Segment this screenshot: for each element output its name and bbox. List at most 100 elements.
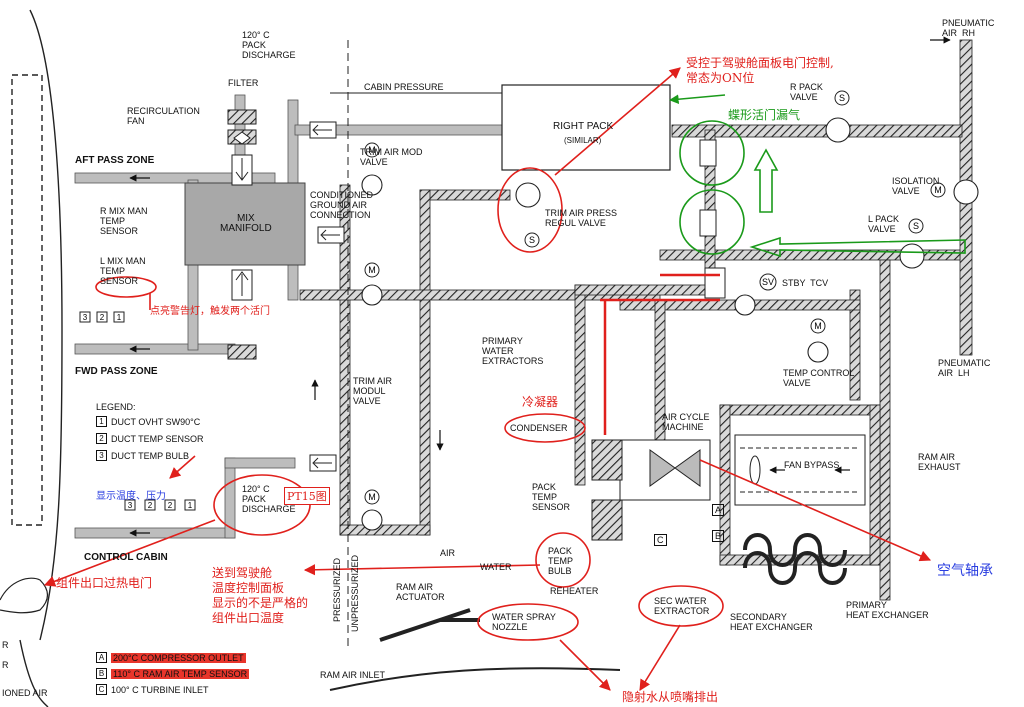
cabin-pressure-label: CABIN PRESSURE: [364, 82, 444, 92]
isolation-valve-icon: [953, 179, 979, 205]
r-pack-valve-icon: [825, 117, 851, 143]
legend-text: DUCT TEMP SENSOR: [111, 433, 204, 444]
legend-letter: C: [96, 684, 107, 695]
red-ellipses: [95, 167, 724, 641]
annotation-show-temp: 显示温度、压力: [96, 491, 166, 502]
trim-air-mod-valve-label: TRIM AIR MOD VALVE: [360, 147, 423, 167]
unpressurized-label: UNPRESSURIZED: [350, 554, 360, 632]
recirculation-fan-label: RECIRCULATION FAN: [127, 106, 200, 126]
annotation-air-bearing: 空气轴承: [937, 563, 993, 579]
air-cycle-machine-label: AIR CYCLE MACHINE: [662, 412, 710, 432]
trim-air-mod-valve-icon: [361, 174, 383, 196]
sensor-boxes-lower: 3 2 2 1: [124, 499, 196, 511]
temp-control-valve-icon: [807, 341, 829, 363]
svg-text:3: 3: [83, 313, 88, 322]
fan-bypass-label: FAN BYPASS: [784, 460, 840, 470]
air-cycle-machine: [619, 439, 711, 501]
legend-num: 1: [96, 416, 107, 427]
mix-manifold: [184, 182, 306, 266]
legend-abc-b: B 110° C RAM AIR TEMP SENSOR: [96, 668, 250, 679]
trim-air-press-regul-label: TRIM AIR PRESS REGUL VALVE: [545, 208, 618, 228]
motor-labels: S M S M M M S SV M: [364, 90, 946, 505]
ram-air-actuator-arm: [379, 608, 480, 642]
fuselage-outline: [0, 9, 63, 707]
annotation-warning-light: 点亮警告灯，触发两个活门: [150, 306, 270, 317]
l-mix-man-label: L MIX MAN TEMP SENSOR: [100, 256, 146, 286]
pneumatic-rh-label: PNEUMATIC AIR RH: [942, 18, 995, 38]
legend-abc-c: C 100° C TURBINE INLET: [96, 684, 208, 695]
r-label-1: R: [2, 640, 9, 650]
right-pack-similar-label: (SIMILAR): [564, 136, 602, 145]
pack-temp-bulb-label: PACK TEMP BULB: [548, 546, 574, 576]
annotation-cockpit-control: 受控于驾驶舱面板电门控制, 常态为ON位: [686, 56, 834, 85]
aft-pass-zone-title: AFT PASS ZONE: [75, 155, 155, 166]
pack-discharge-bottom-label: 120° C PACK DISCHARGE: [242, 484, 296, 514]
svg-text:SV: SV: [762, 277, 774, 287]
legend-abc-text: 200°C COMPRESSOR OUTLET: [111, 652, 246, 663]
legend-num: 2: [96, 433, 107, 444]
l-pack-valve-label: L PACK VALVE: [868, 214, 900, 234]
pack-temp-sensor-label: PACK TEMP SENSOR: [532, 482, 571, 512]
svg-text:M: M: [814, 321, 822, 331]
annotation-pt15: PT15图: [284, 487, 330, 505]
fwd-pass-zone-title: FWD PASS ZONE: [75, 366, 158, 377]
svg-text:2: 2: [148, 501, 153, 510]
filter-label: FILTER: [228, 78, 259, 88]
ioned-air-label: IONED AIR: [2, 688, 48, 698]
trim-air-modul-lower-icon: [361, 509, 383, 531]
svg-text:2: 2: [100, 313, 105, 322]
conditioned-ground-air-label: CONDITIONED GROUND AIR CONNECTION: [310, 190, 373, 220]
annotation-condenser-cn: 冷凝器: [522, 395, 559, 409]
legend-title: LEGEND:: [96, 402, 136, 412]
svg-text:S: S: [913, 221, 919, 231]
annotation-butterfly-leak: 蝶形活门漏气: [728, 108, 801, 122]
r-mix-man-label: R MIX MAN TEMP SENSOR: [100, 206, 148, 236]
water-label: WATER: [480, 562, 512, 572]
legend-abc-text: 110° C RAM AIR TEMP SENSOR: [111, 668, 250, 679]
mix-manifold-label: MIX MANIFOLD: [220, 213, 272, 234]
svg-text:M: M: [368, 492, 376, 502]
right-pack-label: RIGHT PACK: [553, 121, 614, 132]
trim-air-modul-valve-icon: [361, 284, 383, 306]
condenser-label: CONDENSER: [510, 423, 568, 433]
legend-item-3: 3 DUCT TEMP BULB: [96, 450, 189, 461]
ram-air-inlet: [329, 667, 621, 691]
pneumatic-ducts: [299, 39, 973, 601]
primary-heat-exchanger-label: PRIMARY HEAT EXCHANGER: [846, 600, 929, 620]
heat-blocks: [591, 439, 623, 541]
right-pack-box: [501, 84, 671, 171]
water-spray-nozzle-label: WATER SPRAY NOZZLE: [492, 612, 556, 632]
svg-text:1: 1: [188, 501, 193, 510]
svg-text:S: S: [839, 93, 845, 103]
svg-text:M: M: [368, 265, 376, 275]
secondary-heat-exchanger-label: SECONDARY HEAT EXCHANGER: [730, 612, 813, 632]
marker-c: C: [654, 534, 667, 546]
red-lines: [600, 273, 720, 435]
green-marks: [669, 94, 966, 258]
flow-arrows: [129, 36, 951, 537]
ram-air-actuator-label: RAM AIR ACTUATOR: [396, 582, 445, 602]
marker-a: A: [712, 504, 725, 516]
legend-item-1: 1 DUCT OVHT SW90°C: [96, 416, 200, 427]
lower-fan-group: [227, 269, 257, 360]
svg-text:2: 2: [168, 501, 173, 510]
svg-text:3: 3: [128, 501, 133, 510]
legend-abc-text: 100° C TURBINE INLET: [111, 684, 209, 695]
reheater-label: REHEATER: [550, 586, 599, 596]
ram-air-exhaust-label: RAM AIR EXHAUST: [918, 452, 961, 472]
l-pack-valve-icon: [899, 243, 925, 269]
svg-text:M: M: [368, 145, 376, 155]
annotation-spray-water: 隐射水从喷嘴排出: [622, 690, 719, 704]
annotation-to-cockpit: 送到驾驶舱 温度控制面板 显示的不是严格的 组件出口温度: [212, 566, 309, 625]
legend-item-2: 2 DUCT TEMP SENSOR: [96, 433, 204, 444]
r-pack-valve-label: R PACK VALVE: [790, 82, 823, 102]
pack-discharge-top-label: 120° C PACK DISCHARGE: [242, 30, 296, 60]
legend-abc-a: A 200°C COMPRESSOR OUTLET: [96, 652, 246, 663]
legend-letter: B: [96, 668, 107, 679]
red-arrows: [43, 67, 932, 691]
air-label: AIR: [440, 548, 456, 558]
primary-water-extractors-label: PRIMARY WATER EXTRACTORS: [482, 336, 544, 366]
sec-water-extractor-label: SEC WATER EXTRACTOR: [654, 596, 710, 616]
isolation-valve-label: ISOLATION VALVE: [892, 176, 940, 196]
